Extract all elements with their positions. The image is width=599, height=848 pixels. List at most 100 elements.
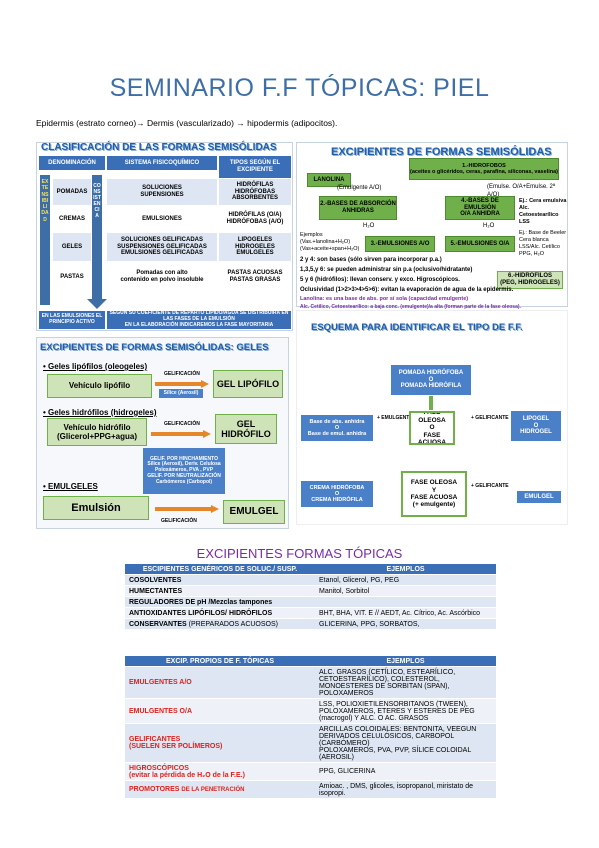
row-label: COSOLVENTES xyxy=(125,574,315,586)
row-value: PPG, GLICERINA xyxy=(315,762,496,781)
panel-title: ESQUEMA PARA IDENTIFICAR EL TIPO DE F.F. xyxy=(311,322,523,333)
arrow-up xyxy=(429,396,433,410)
generic-excipients-table: ESCIPIENTES GENÉRICOS DE SOLUC./ SUSP.EJ… xyxy=(125,564,496,630)
row-label-note: (PREPARADOS ACUOSOS) xyxy=(188,620,278,628)
row-value: Etanol, Glicerol, PG, PEG xyxy=(315,574,496,586)
row-label: EMULGENTES O/A xyxy=(125,698,315,724)
emulgente-label: + EMULGENTE xyxy=(377,415,413,421)
silice-label: Sílice (Aerosil) xyxy=(159,389,203,398)
den-cremas: CREMAS xyxy=(58,215,85,222)
table-row: REGULADORES DE pH /Mezclas tampones xyxy=(125,596,496,608)
row-value: ALC. GRASOS (CETÍLICO, ESTEARÍLICO, CETO… xyxy=(315,666,496,699)
extensibility-label: EXTENSIBILIDAD xyxy=(41,179,49,223)
row-label: REGULADORES DE pH /Mezclas tampones xyxy=(125,596,315,608)
tip-pomadas: HIDRÓFILAS HIDRÓFOBAS ABSORBENTES xyxy=(219,179,291,205)
box-lipogel: LIPOGEL O HIDROGEL xyxy=(511,411,561,441)
row-label-main: CONSERVANTES xyxy=(129,620,187,628)
row-label-main: PROMOTORES xyxy=(129,786,180,793)
arrow-bar xyxy=(155,507,213,511)
tip-geles: LIPOGELES HIDROGELES EMULGELES xyxy=(219,233,291,261)
footer-left: EN LAS EMULSIONES EL PRINCIPIO ACTIVO xyxy=(39,311,105,329)
sis-pomadas: SOLUCIONES SUPENSIONES xyxy=(107,179,217,205)
col-header: SISTEMA FISICOQUÍMICO xyxy=(107,156,217,170)
gels-panel: EXCIPIENTES DE FORMAS SEMISÓLIDAS: GELES… xyxy=(36,337,289,529)
row-value: BHT, BHA, VIT. E // AEDT, Ac. Cítrico, A… xyxy=(315,607,496,619)
section-emulgeles: • EMULGELES xyxy=(43,482,98,491)
col-header: EJEMPLOS xyxy=(315,564,496,575)
h2o-label: H₂O xyxy=(363,223,375,229)
col-header: EJEMPLOS xyxy=(315,656,496,667)
row-label: PROMOTORES DE LA PENETRACIÓN xyxy=(125,780,315,799)
box-fases: FASE OLEOSA Y FASE ACUOSA (+ emulgente) xyxy=(401,471,467,517)
note-5: Lanolina: es una base de abs. por sí sol… xyxy=(300,296,469,302)
box-bases: Base de abs. anhidra O Base de emul. anh… xyxy=(301,415,373,441)
excipients-panel: EXCIPIENTES DE FORMAS SEMISÓLIDAS 1.-HID… xyxy=(296,142,568,310)
box-vehiculo-hidrofilo: Vehículo hidrófilo (Glicerol+PPG+agua) xyxy=(47,418,147,446)
intro-text: Epidermis (estrato corneo)→ Dermis (vasc… xyxy=(36,118,338,128)
box-lanolina: LANOLINA xyxy=(307,173,351,187)
col-header: TIPOS SEGÚN EL EXCIPIENTE xyxy=(219,156,291,178)
box-gel-hidrofilo: GEL HIDRÓFILO xyxy=(215,414,277,444)
scheme-panel: ESQUEMA PARA IDENTIFICAR EL TIPO DE F.F.… xyxy=(296,310,568,525)
note-4: Oclusividad (1>2>3>4>5>6): evitan la eva… xyxy=(300,287,514,293)
gelificacion-label: GELIFICACIÓN xyxy=(164,371,200,377)
page-title: SEMINARIO F.F TÓPICAS: PIEL xyxy=(109,74,490,102)
den-geles: GELES xyxy=(53,233,91,261)
gelificacion-label: GELIFICACIÓN xyxy=(164,421,200,427)
box-fase: FASE OLEOSA O FASE ACUOSA xyxy=(409,411,455,445)
note-6: Alc. Cetílico, Cetoestearílico: a baja c… xyxy=(300,304,521,310)
h2o-label: H₂O xyxy=(483,223,495,229)
panel-title: CLASIFICACIÓN DE LAS FORMAS SEMISÓLIDAS xyxy=(41,142,277,153)
arrow-head xyxy=(211,505,219,513)
row-value xyxy=(315,596,496,608)
box-crema: CREMA HIDRÓFOBA O CREMA HIDRÓFILA xyxy=(301,481,373,507)
panel-title: EXCIPIENTES DE FORMAS SEMISÓLIDAS: GELES xyxy=(40,342,269,353)
gelificante-label: + GELIFICANTE xyxy=(471,415,509,421)
consistency-label: CONSISTENCIA xyxy=(93,183,101,219)
box-bases-emulsion: 4.-BASES DE EMULSIÓN O/A ANHIDRA xyxy=(445,196,515,220)
box-pomada: POMADA HIDRÓFOBA O POMADA HIDRÓFILA xyxy=(391,365,471,395)
box-emulsion: Emulsión xyxy=(43,496,149,520)
sis-pastas: Pomadas con alto contenido en polvo inso… xyxy=(120,270,204,283)
box-emulgel: EMULGEL xyxy=(517,491,561,503)
footer-right: SEGÚN SU COEFICIENTE DE REPARTO LÍPIDO/A… xyxy=(107,311,291,329)
row-label: CONSERVANTES (PREPARADOS ACUOSOS) xyxy=(125,618,315,630)
section-hidrogeles: • Geles hidrófilos (hidrogeles) xyxy=(43,408,157,417)
tip-pastas: PASTAS ACUOSAS PASTAS GRASAS xyxy=(227,270,283,283)
table-row: HIGROSCÓPICOS (evitar la pérdida de H₂O … xyxy=(125,762,496,781)
col-header: ESCIPIENTES GENÉRICOS DE SOLUC./ SUSP. xyxy=(125,564,315,575)
note-3: 5 y 6 (hidrófilos): llevan conserv. y ex… xyxy=(300,277,460,283)
row-value: Manitol, Sorbitol xyxy=(315,585,496,597)
row-value: ARCILLAS COLOIDALES: BENTONITA, VEEGUN D… xyxy=(315,723,496,763)
den-pomadas: POMADAS xyxy=(53,179,91,205)
arrow-head xyxy=(201,380,209,388)
row-value: Amioac. , DMS, glicoles, isopropanol, mi… xyxy=(315,780,496,799)
gelificante-label: + GELIFICANTE xyxy=(471,483,509,489)
note-1: 2 y 4: son bases (sólo sirven para incor… xyxy=(300,257,442,263)
section-oleogeles: • Geles lipófilos (oleogeles) xyxy=(43,362,148,371)
box-hidrofilos: 6.-HIDROFILOS (PEG, HIDROGELES) xyxy=(497,271,563,289)
tip-cremas: HIDRÓFILAS (O/A) HIDRÓFOBAS (A/O) xyxy=(226,212,284,225)
panel-title: EXCIPIENTES DE FORMAS SEMISÓLIDAS xyxy=(331,146,552,158)
consistency-arrow xyxy=(92,175,102,300)
gelification-types: GELIF. POR HINCHAMIENTO Sílice (Aerosil)… xyxy=(143,448,225,494)
col-header: EXCIP. PROPIOS DE F. TÓPICAS xyxy=(125,656,315,667)
table-title: EXCIPIENTES FORMAS TÓPICAS xyxy=(196,546,403,561)
box-vehiculo-lipofilo: Vehículo lipófilo xyxy=(47,374,152,398)
example-2: Ej.: Base de Beeler Cera blanca LSS/Alc.… xyxy=(519,230,567,257)
col-header: DENOMINACIÓN xyxy=(39,156,105,170)
arrow-bar xyxy=(155,382,203,386)
arrow-bar xyxy=(151,432,205,436)
note-2: 1,3,5,y 6: se pueden administrar sin p.a… xyxy=(300,267,473,273)
table-row: CONSERVANTES (PREPARADOS ACUOSOS)GLICERI… xyxy=(125,618,496,630)
row-label-note: DE LA PENETRACIÓN xyxy=(181,787,245,793)
row-value: LSS, POLIOXIETILENSORBITANOS (TWEEN), PO… xyxy=(315,698,496,724)
box-bases-absorcion: 2.-BASES DE ABSORCIÓN ANHIDRAS xyxy=(319,196,397,220)
